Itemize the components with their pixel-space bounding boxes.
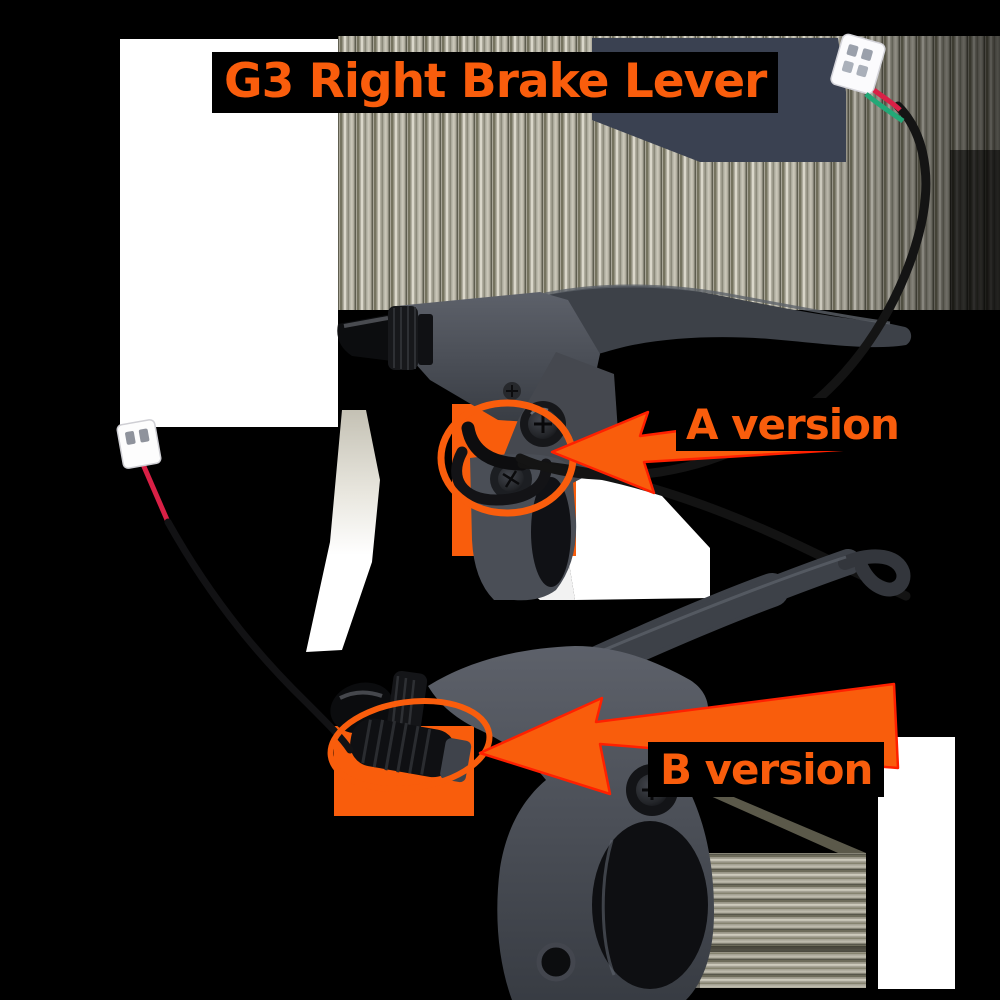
cable-noodle-a xyxy=(461,421,529,471)
highlight-circle-b xyxy=(327,697,493,793)
barrel-adjuster-a xyxy=(337,306,433,370)
white-photo-patch-middle-left xyxy=(306,410,380,652)
connector-4pin xyxy=(830,33,886,95)
arrow-b xyxy=(478,682,900,796)
ribbed-boot-b xyxy=(350,718,472,783)
lever-blade-b-hook xyxy=(838,549,911,597)
wire-red-b xyxy=(139,461,171,523)
wire-loop-a xyxy=(451,446,552,506)
white-photo-patch-under-blade xyxy=(562,468,710,600)
white-photo-patch-bottom-right xyxy=(878,737,955,989)
connector-2pin xyxy=(116,419,162,469)
small-screw-a xyxy=(503,382,521,400)
page-title: G3 Right Brake Lever xyxy=(212,52,779,113)
version-b-label: B version xyxy=(648,742,885,798)
lever-blade-b xyxy=(587,549,861,673)
version-a-label: A version xyxy=(676,398,909,452)
wire-green-a xyxy=(864,92,905,124)
clamp-opening-b xyxy=(592,821,708,989)
bottom-brake-lever xyxy=(330,549,911,1000)
wire-red-a xyxy=(872,88,902,112)
clamp-bolt-hole-b xyxy=(536,942,576,982)
lever-blade-a xyxy=(543,286,912,373)
